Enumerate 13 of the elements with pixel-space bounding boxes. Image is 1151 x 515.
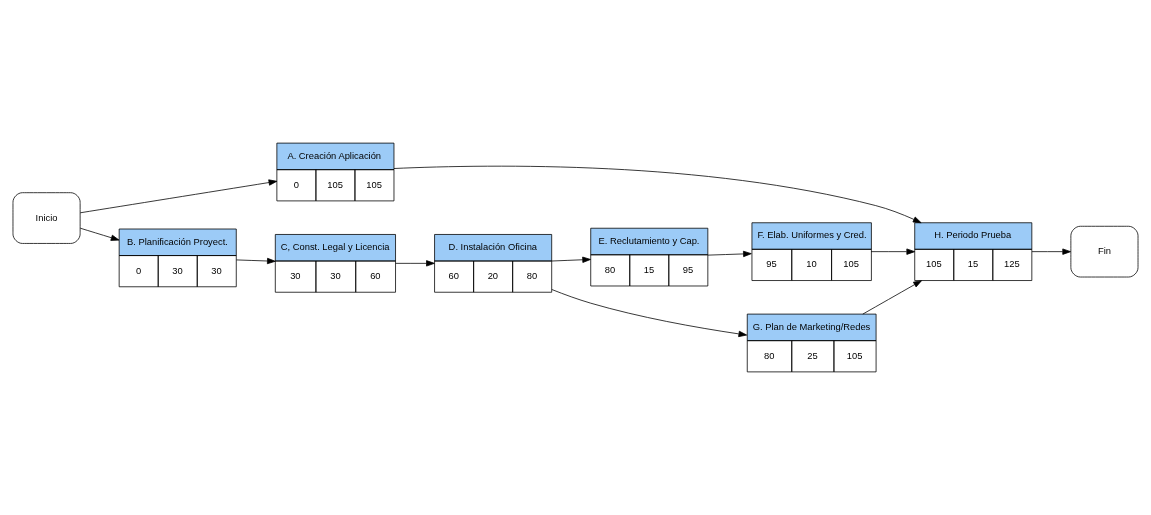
- arrow: [551, 256, 591, 263]
- node-box: Fin: [1070, 225, 1139, 278]
- arrow: [80, 227, 120, 241]
- node-box: Inicio: [12, 192, 81, 244]
- arrow: [1031, 248, 1071, 255]
- arrow: [707, 250, 752, 258]
- arrow: [236, 257, 276, 265]
- arrow: [870, 248, 916, 255]
- arrow: [393, 165, 922, 224]
- arrow: [862, 280, 922, 315]
- arrow: [79, 179, 278, 214]
- arrow: [551, 289, 748, 337]
- arrow: [395, 260, 435, 267]
